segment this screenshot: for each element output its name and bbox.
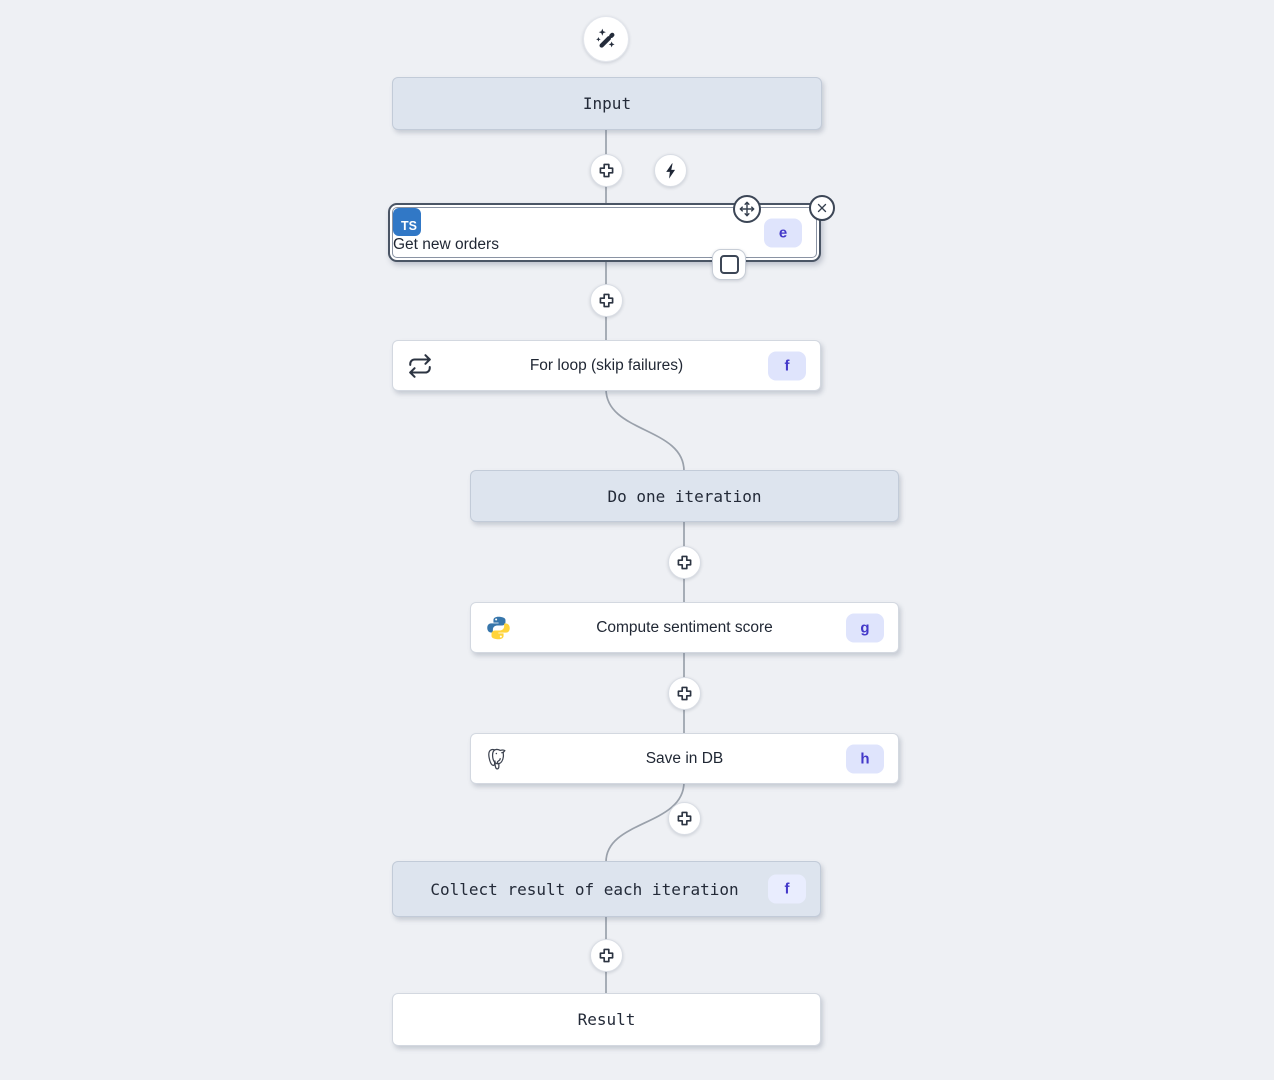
add-step-button-4[interactable]	[668, 677, 701, 710]
node-collect-result[interactable]: Collect result of each iteration f	[392, 861, 821, 917]
node-collect-result-label: Collect result of each iteration	[430, 879, 739, 899]
close-icon	[817, 203, 827, 213]
move-icon	[739, 201, 755, 217]
node-get-new-orders[interactable]: TS Get new orders e	[388, 195, 835, 280]
plus-icon	[677, 811, 692, 826]
step-id-badge-g: g	[846, 613, 884, 642]
step-id-badge-e: e	[764, 218, 802, 247]
frame-step-button[interactable]	[712, 249, 746, 280]
plus-icon	[599, 293, 614, 308]
plus-icon	[599, 163, 614, 178]
node-save-in-db[interactable]: Save in DB h	[470, 733, 899, 784]
node-result-label: Result	[577, 1010, 636, 1029]
trigger-button[interactable]	[654, 154, 687, 187]
node-do-one-iteration[interactable]: Do one iteration	[470, 470, 899, 522]
move-step-button[interactable]	[733, 195, 761, 223]
node-input-label: Input	[582, 94, 632, 113]
add-step-button-5[interactable]	[668, 802, 701, 835]
node-get-new-orders-label: Get new orders	[393, 236, 499, 253]
node-input[interactable]: Input	[392, 77, 822, 130]
add-step-button-3[interactable]	[668, 546, 701, 579]
plus-icon	[677, 555, 692, 570]
plus-icon	[599, 948, 614, 963]
ai-wand-button[interactable]	[583, 16, 629, 62]
typescript-icon: TS	[393, 208, 421, 236]
node-compute-sentiment-score[interactable]: Compute sentiment score g	[470, 602, 899, 653]
postgresql-icon	[488, 748, 506, 770]
node-for-loop[interactable]: For loop (skip failures) f	[392, 340, 821, 391]
node-compute-sentiment-score-label: Compute sentiment score	[596, 618, 773, 636]
close-step-button[interactable]	[809, 195, 835, 221]
node-save-in-db-label: Save in DB	[645, 749, 724, 767]
add-step-button-6[interactable]	[590, 939, 623, 972]
wand-sparkles-icon	[596, 28, 615, 48]
plus-icon	[677, 686, 692, 701]
node-for-loop-label: For loop (skip failures)	[529, 356, 684, 374]
node-do-one-iteration-label: Do one iteration	[607, 486, 762, 506]
step-id-badge-f2: f	[768, 874, 806, 904]
step-id-badge-h: h	[846, 744, 884, 773]
loop-icon	[409, 353, 431, 378]
lightning-icon	[665, 162, 675, 179]
frame-icon	[719, 255, 739, 274]
python-icon	[487, 616, 510, 639]
node-result[interactable]: Result	[392, 993, 821, 1046]
step-id-badge-f: f	[768, 351, 806, 380]
add-step-button-2[interactable]	[590, 284, 623, 317]
add-step-button-top[interactable]	[590, 154, 623, 187]
